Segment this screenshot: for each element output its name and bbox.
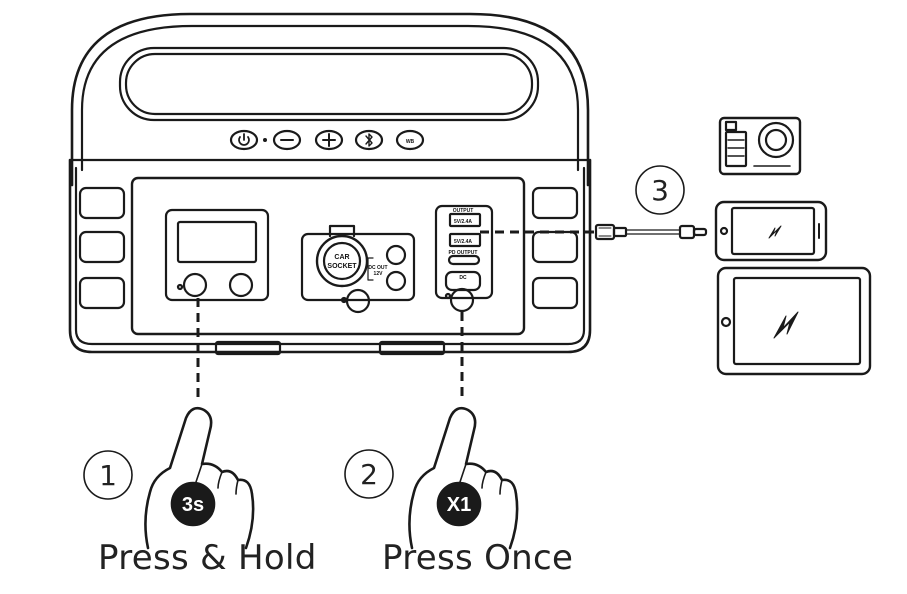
usb-a-port-2 xyxy=(448,232,482,248)
power-icon[interactable] xyxy=(229,129,259,151)
hand-press-icon xyxy=(408,406,519,550)
step-2-caption: Press Once xyxy=(382,538,574,578)
step-1-caption: Press & Hold xyxy=(98,538,317,578)
step-3-circle xyxy=(635,165,685,215)
bluetooth-icon[interactable] xyxy=(354,129,384,151)
output-ports-section xyxy=(434,204,494,313)
dc-button-label: DC xyxy=(459,275,467,281)
top-control-buttons xyxy=(229,129,425,151)
display-button-left[interactable] xyxy=(182,272,208,298)
output-label: OUTPUT xyxy=(453,208,474,214)
dc-output-button[interactable] xyxy=(449,287,475,313)
step-2-number: 2 xyxy=(360,458,378,491)
step-1-circle xyxy=(83,450,133,500)
car-socket-label-1: CAR xyxy=(334,254,349,261)
dc-out-label-2: 12V xyxy=(374,271,384,277)
car-socket-label-2: SOCKET xyxy=(327,263,357,270)
step-2-badge: X1 xyxy=(447,494,471,516)
guide-lines xyxy=(196,230,596,400)
tablet-charging-icon xyxy=(716,266,872,376)
usb-a-label-2: 5V/2.4A xyxy=(454,239,472,245)
step-3-number: 3 xyxy=(651,174,669,207)
minus-icon[interactable] xyxy=(272,129,302,151)
action-camera-icon xyxy=(718,116,802,176)
power-station xyxy=(68,12,592,356)
step-1-number: 1 xyxy=(99,459,117,492)
plus-icon[interactable] xyxy=(314,129,344,151)
lcd-display-section xyxy=(164,208,270,302)
pd-output-label: PD OUTPUT xyxy=(449,250,478,256)
car-socket-section xyxy=(300,224,416,314)
pd-port xyxy=(447,254,481,266)
usb-cable-icon xyxy=(594,223,708,241)
wb-button-label: WB xyxy=(406,139,415,145)
step-2-circle xyxy=(344,449,394,499)
dc-port-2 xyxy=(385,270,407,292)
light-icon[interactable] xyxy=(395,129,425,151)
step-1-badge: 3s xyxy=(182,494,204,516)
usb-a-port-1 xyxy=(448,212,482,228)
dc-out-label-1: DC OUT xyxy=(368,265,387,271)
dc-port-1 xyxy=(385,244,407,266)
phone-charging-icon xyxy=(714,200,828,262)
display-button-right[interactable] xyxy=(228,272,254,298)
car-socket-button[interactable] xyxy=(345,288,371,314)
lcd-screen xyxy=(176,220,258,264)
hand-press-icon xyxy=(144,406,255,550)
usb-a-label-1: 5V/2.4A xyxy=(454,219,472,225)
